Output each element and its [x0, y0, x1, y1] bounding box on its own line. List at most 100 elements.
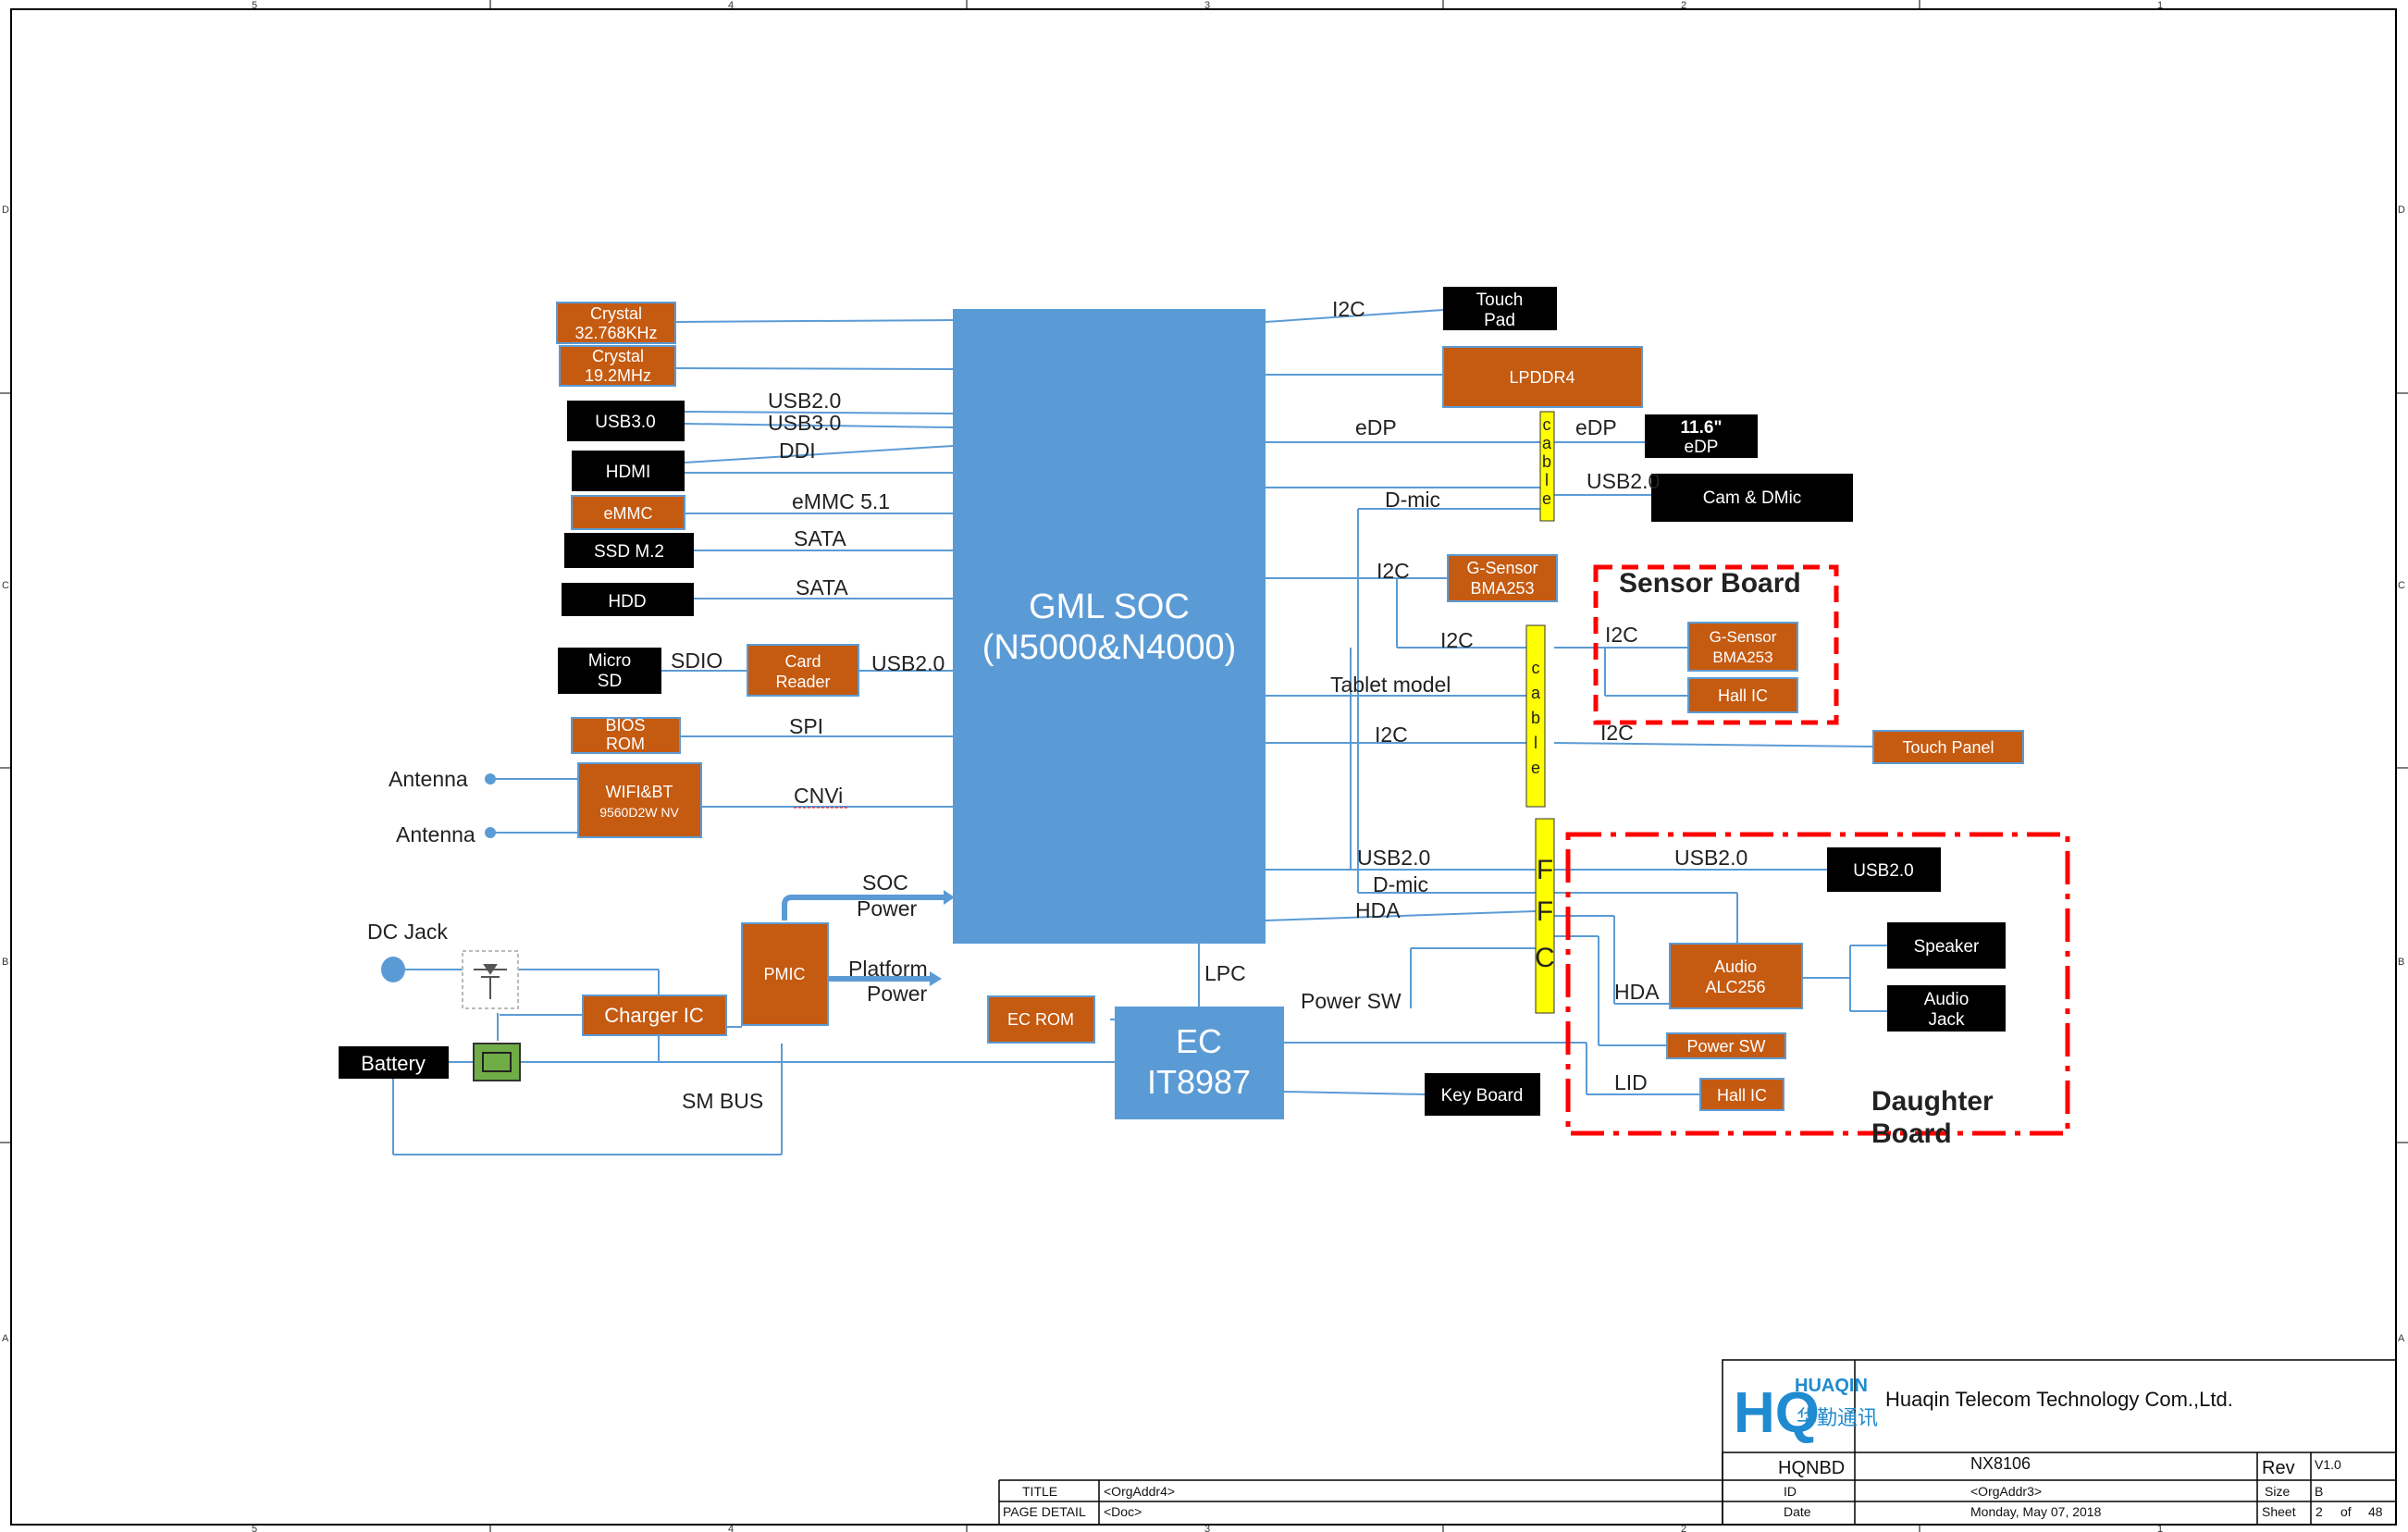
micro-sd-label-2: SD	[598, 672, 622, 691]
mosfet-symbol	[462, 950, 519, 1009]
battery-label: Battery	[361, 1052, 426, 1075]
touch-pad-label-1: Touch	[1476, 290, 1524, 310]
touch-panel-label: Touch Panel	[1902, 738, 1994, 757]
signal-antenna-1: Antenna	[389, 767, 468, 791]
hall-ic-2-label: Hall IC	[1717, 1086, 1767, 1105]
power-sw-label: Power SW	[1686, 1037, 1765, 1056]
frame-col-label-bottom: 1	[2157, 1524, 2163, 1532]
signal-sm-bus: SM BUS	[682, 1089, 763, 1113]
charger-ic-block	[582, 995, 727, 1036]
date-label: Date	[1784, 1504, 1811, 1519]
wifi-bt-label-1: WIFI&BT	[606, 783, 673, 801]
signal-tablet-model: Tablet model	[1330, 673, 1451, 697]
connectors: c a b l e c a b l e F F C	[1525, 411, 1555, 1014]
ec-rom-label: EC ROM	[1007, 1010, 1074, 1029]
frame-col-label-top: 3	[1204, 0, 1210, 11]
edp-panel-label-1: 11.6"	[1681, 418, 1723, 438]
audio-jack-label-2: Jack	[1928, 1010, 1965, 1030]
ec-block: EC IT8987	[1115, 1007, 1284, 1119]
soc-title: GML SOC	[1029, 587, 1190, 626]
signal-edp: eDP	[1355, 415, 1397, 439]
crystal-19m-label: Crystal	[592, 347, 644, 365]
antenna-1-icon	[485, 773, 496, 785]
frame-col-label-bottom: 5	[252, 1524, 257, 1532]
wifi-bt-label-2: 9560D2W NV	[599, 805, 679, 820]
signal-i2c-gs: I2C	[1377, 559, 1410, 583]
signal-antenna-2: Antenna	[396, 822, 475, 846]
usb20-port-label: USB2.0	[1853, 861, 1913, 881]
logo-mark-icon: HQ	[1734, 1381, 1820, 1445]
hall-ic-1-label: Hall IC	[1718, 686, 1768, 705]
logo-text-cn: 华勤通讯	[1797, 1406, 1878, 1429]
lpddr4-block	[1442, 346, 1643, 408]
project-name: HQNBD	[1778, 1458, 1845, 1478]
logo-text: HUAQIN	[1795, 1376, 1868, 1396]
hdmi-block	[572, 451, 685, 491]
cable-connector-2	[1525, 624, 1546, 808]
board-outlines: Sensor Board Daughter Board	[1565, 564, 2070, 1149]
speaker-block	[1887, 922, 2006, 969]
frame-row-label-right: C	[2398, 580, 2405, 591]
antenna-2-icon	[485, 827, 496, 838]
emmc-label: eMMC	[604, 504, 653, 523]
dc-jack-icon	[381, 957, 405, 982]
frame-col-label-top: 5	[252, 0, 257, 11]
card-reader-label-1: Card	[784, 652, 821, 671]
audio-jack-block	[1887, 985, 2006, 1032]
company-logo: HQ HUAQIN 华勤通讯	[1730, 1367, 1878, 1447]
cable-connector-1-letter: c	[1543, 415, 1551, 434]
wifi-bt-block	[577, 762, 702, 838]
signal-i2c-gs-2: I2C	[1440, 628, 1474, 652]
sensor-board-label: Sensor Board	[1619, 568, 1801, 599]
signal-usb30-a: USB3.0	[768, 411, 841, 435]
model-name: NX8106	[1970, 1454, 2031, 1473]
g-sensor-2-label-1: G-Sensor	[1710, 628, 1777, 646]
bios-rom-label-2: ROM	[606, 735, 645, 753]
misc-components	[381, 773, 521, 1081]
frame-row-label-right: D	[2398, 204, 2405, 216]
signal-soc-power-2: Power	[857, 896, 918, 920]
power-arrows	[782, 890, 955, 986]
card-reader-block	[747, 644, 859, 697]
g-sensor-1-label-1: G-Sensor	[1466, 559, 1537, 577]
charger-ic-label: Charger IC	[604, 1004, 704, 1027]
cable-connector-2-letter: e	[1531, 759, 1540, 777]
frame-col-label-top: 1	[2157, 0, 2163, 11]
hall-ic-2-block	[1699, 1078, 1784, 1111]
signal-power-sw: Power SW	[1301, 989, 1402, 1013]
title-block: HQ HUAQIN 华勤通讯 Huaqin Telecom Technology…	[998, 1359, 2397, 1526]
cable-connector-1-letter: a	[1542, 434, 1552, 452]
pmic-block	[741, 922, 829, 1026]
soc-subtitle: (N5000&N4000)	[982, 628, 1237, 667]
speaker-label: Speaker	[1914, 937, 1980, 957]
cable-connector-2-letter: c	[1532, 659, 1540, 677]
frame-row-label-left: C	[2, 580, 9, 591]
signal-usb20-cam: USB2.0	[1587, 469, 1660, 493]
signal-i2c-tpanel: I2C	[1375, 723, 1408, 747]
sheet-total: 48	[2368, 1504, 2383, 1519]
audio-codec-label-1: Audio	[1714, 958, 1757, 976]
micro-sd-block	[558, 648, 661, 694]
signal-platform-power-2: Power	[867, 982, 928, 1006]
signal-cnvi: CNVi	[794, 784, 843, 808]
daughter-board-outline	[1565, 832, 2070, 1136]
keyboard-label: Key Board	[1441, 1086, 1524, 1106]
signal-lpc: LPC	[1204, 961, 1246, 985]
soc-block: GML SOC (N5000&N4000)	[953, 309, 1266, 944]
cable-connector-1-letter: l	[1545, 471, 1549, 489]
cable-connector-1-letter: b	[1542, 452, 1551, 471]
company-name: Huaqin Telecom Technology Com.,Ltd.	[1885, 1388, 2233, 1411]
id-value: <OrgAddr3>	[1970, 1484, 2042, 1499]
ssd-label: SSD M.2	[594, 542, 664, 562]
crystal-32k-freq: 32.768KHz	[574, 324, 657, 342]
ssd-block	[564, 533, 694, 568]
lpddr4-label: LPDDR4	[1509, 368, 1574, 387]
audio-jack-label-1: Audio	[1924, 990, 1970, 1009]
signal-lid: LID	[1614, 1070, 1648, 1094]
signal-dmic: D-mic	[1385, 488, 1440, 512]
ffc-connector-letter: F	[1537, 855, 1553, 885]
ec-subtitle: IT8987	[1147, 1063, 1251, 1101]
edp-panel-block	[1645, 414, 1758, 458]
frame-row-label-right: B	[2398, 957, 2404, 968]
